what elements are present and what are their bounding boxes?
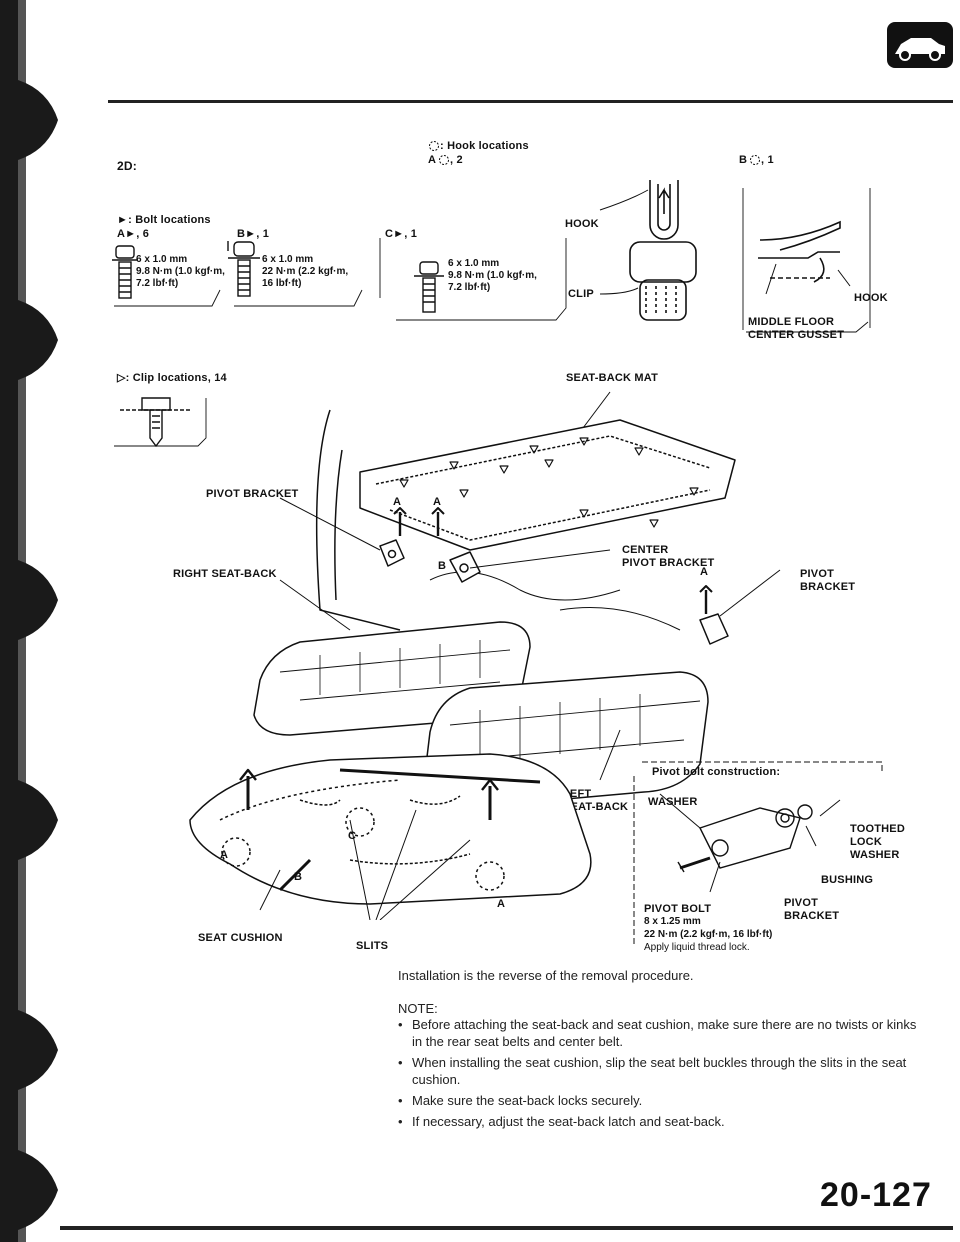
pivot-bracket-label-2: BRACKET [784, 910, 840, 922]
install-text: Installation is the reverse of the remov… [398, 968, 694, 983]
hook-a-letter: A [428, 154, 437, 166]
left-seat-back-label-2: SEAT-BACK [563, 801, 629, 813]
bolt-locations-legend: ►: Bolt locations [117, 214, 211, 226]
note-item: When installing the seat cushion, slip t… [398, 1054, 918, 1088]
callout-b: B [438, 560, 447, 572]
hook-locations-legend: : Hook locations [440, 140, 529, 152]
hook-label-right: HOOK [854, 292, 888, 304]
model-label: 2D: [117, 159, 137, 173]
center-pivot-label-1: CENTER [622, 544, 669, 556]
bushing-label: BUSHING [821, 874, 874, 886]
pivot-bracket-label-left: PIVOT BRACKET [206, 488, 299, 500]
hook-a-count: , 2 [450, 154, 463, 166]
center-pivot-label-2: PIVOT BRACKET [622, 557, 715, 569]
note-item: Before attaching the seat-back and seat … [398, 1016, 918, 1050]
seat-cushion-label: SEAT CUSHION [198, 932, 283, 944]
bolt-a-size: 6 x 1.0 mm [136, 254, 188, 265]
note-item: If necessary, adjust the seat-back latch… [398, 1113, 918, 1130]
lock-label: LOCK [850, 836, 882, 848]
callout-a: A [433, 496, 442, 508]
pivot-construction-title: Pivot bolt construction: [652, 766, 781, 778]
middle-floor-label: MIDDLE FLOOR [748, 316, 835, 328]
car-body-icon [887, 22, 953, 68]
hook-b-letter: B [739, 154, 748, 166]
pivot-bracket-label-right-1: PIVOT [800, 568, 835, 580]
page-number: 20-127 [820, 1176, 932, 1214]
bolt-b-torque: 22 N·m (2.2 kgf·m, [262, 266, 349, 277]
pivot-bolt-torque: 22 N·m (2.2 kgf·m, 16 lbf·ft) [644, 929, 773, 940]
hook-location-icon [439, 155, 449, 165]
bolt-b-imperial: 16 lbf·ft) [262, 278, 302, 289]
note-title: NOTE: [398, 1001, 438, 1016]
hook-location-icon [750, 155, 760, 165]
slits-label: SLITS [356, 940, 389, 952]
pivot-bracket-label-1: PIVOT [784, 897, 819, 909]
right-seat-back-label: RIGHT SEAT-BACK [173, 568, 277, 580]
clip-locations-legend: ▷: Clip locations, 14 [117, 372, 227, 384]
callout-a: A [220, 849, 229, 861]
pivot-bolt-label: PIVOT BOLT [644, 903, 712, 915]
callout-a: A [497, 898, 506, 910]
bolt-c-count: C►, 1 [385, 228, 418, 240]
callout-a: A [700, 566, 709, 578]
bolt-a-imperial: 7.2 lbf·ft) [136, 278, 179, 289]
clip-label: CLIP [568, 288, 594, 300]
bolt-a-count: A►, 6 [117, 228, 150, 240]
bolt-a-torque: 9.8 N·m (1.0 kgf·m, [136, 266, 225, 277]
hook-b-count: , 1 [761, 154, 774, 166]
toothed-label: TOOTHED [850, 823, 905, 835]
notes-list: Before attaching the seat-back and seat … [398, 1016, 918, 1130]
pivot-bolt-size: 8 x 1.25 mm [644, 916, 701, 927]
bolt-c-torque: 9.8 N·m (1.0 kgf·m, [448, 270, 537, 281]
bolt-b-size: 6 x 1.0 mm [262, 254, 314, 265]
clip-detail-drawing [114, 397, 207, 448]
bolt-c-imperial: 7.2 lbf·ft) [448, 282, 491, 293]
hook-label: HOOK [565, 218, 599, 230]
callout-a: A [393, 496, 402, 508]
seat-cushion-illustration [189, 753, 592, 920]
hook-location-icon [429, 141, 439, 151]
pivot-construction-frame [633, 761, 883, 946]
note-item: Make sure the seat-back locks securely. [398, 1092, 918, 1109]
pivot-bracket-label-right-2: BRACKET [800, 581, 856, 593]
bolt-detail-drawings [112, 238, 567, 321]
washer2-label: WASHER [850, 849, 900, 861]
callout-c: C [348, 830, 357, 842]
washer-label: WASHER [648, 796, 698, 808]
seat-back-mat-label: SEAT-BACK MAT [566, 372, 659, 384]
bolt-c-size: 6 x 1.0 mm [448, 258, 500, 269]
center-gusset-label: CENTER GUSSET [748, 329, 845, 341]
hook-clip-detail-drawing [599, 180, 871, 333]
callout-b: B [294, 871, 303, 883]
bolt-b-count: B►, 1 [237, 228, 270, 240]
thread-lock-note: Apply liquid thread lock. [644, 942, 750, 953]
